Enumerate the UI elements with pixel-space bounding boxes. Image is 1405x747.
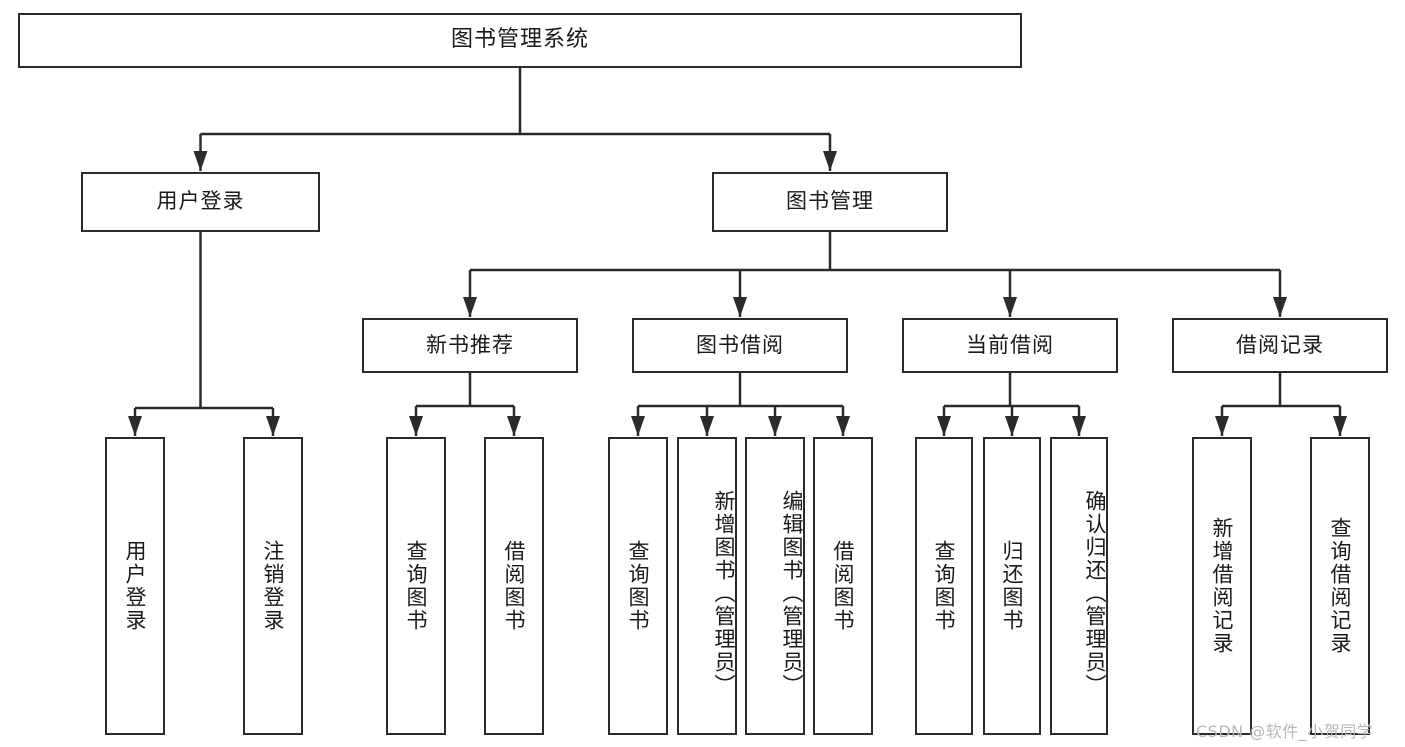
node-label: 查询图书 bbox=[932, 540, 957, 632]
arrowhead-icon bbox=[1072, 416, 1086, 436]
node-leaf_query_book_2: 查询图书 bbox=[608, 437, 668, 735]
node-book_mgmt: 图书管理 bbox=[712, 172, 948, 232]
arrowhead-icon bbox=[193, 151, 208, 171]
node-leaf_query_book_1: 查询图书 bbox=[386, 437, 446, 735]
node-current_borrow: 当前借阅 bbox=[902, 318, 1118, 373]
node-book_borrow: 图书借阅 bbox=[632, 318, 848, 373]
node-label: 编辑图书（管理员） bbox=[780, 489, 804, 697]
arrowhead-icon bbox=[823, 151, 837, 171]
arrowhead-icon bbox=[463, 297, 477, 317]
node-leaf_logout: 注销登录 bbox=[243, 437, 303, 735]
arrowhead-icon bbox=[733, 297, 747, 317]
arrowhead-icon bbox=[1333, 416, 1347, 436]
arrowhead-icon bbox=[507, 416, 521, 436]
node-new_book_rec: 新书推荐 bbox=[362, 318, 578, 373]
node-label: 借阅图书 bbox=[831, 540, 856, 632]
node-label: 借阅图书 bbox=[502, 540, 527, 632]
node-leaf_return_book: 归还图书 bbox=[983, 437, 1041, 735]
node-label: 图书借阅 bbox=[696, 332, 784, 357]
node-leaf_add_book: 新增图书（管理员） bbox=[677, 437, 737, 735]
node-leaf_borrow_book_1: 借阅图书 bbox=[484, 437, 544, 735]
arrowhead-icon bbox=[409, 416, 423, 436]
node-leaf_query_book_3: 查询图书 bbox=[915, 437, 973, 735]
node-leaf_borrow_book_2: 借阅图书 bbox=[813, 437, 873, 735]
arrowhead-icon bbox=[768, 416, 782, 436]
arrowhead-icon bbox=[1005, 416, 1019, 436]
node-root: 图书管理系统 bbox=[18, 13, 1022, 68]
node-label: 新书推荐 bbox=[426, 332, 514, 357]
arrowhead-icon bbox=[700, 416, 714, 436]
node-label: 注销登录 bbox=[261, 540, 286, 632]
arrowhead-icon bbox=[1273, 297, 1287, 317]
node-leaf_query_record: 查询借阅记录 bbox=[1310, 437, 1370, 735]
arrowhead-icon bbox=[1003, 297, 1017, 317]
arrowhead-icon bbox=[836, 416, 850, 436]
watermark-text: CSDN @软件_小贺同学 bbox=[1196, 722, 1374, 741]
arrowhead-icon bbox=[631, 416, 645, 436]
node-leaf_add_record: 新增借阅记录 bbox=[1192, 437, 1252, 735]
node-label: 查询借阅记录 bbox=[1328, 517, 1353, 655]
node-label: 新增图书（管理员） bbox=[712, 489, 736, 697]
node-label: 查询图书 bbox=[626, 540, 651, 632]
arrowhead-icon bbox=[128, 416, 142, 436]
node-label: 借阅记录 bbox=[1236, 332, 1324, 357]
arrowhead-icon bbox=[266, 416, 280, 436]
node-label: 归还图书 bbox=[1000, 540, 1025, 632]
arrowhead-icon bbox=[1215, 416, 1229, 436]
arrowhead-icon bbox=[937, 416, 951, 436]
node-label: 图书管理系统 bbox=[450, 27, 589, 53]
node-label: 当前借阅 bbox=[966, 332, 1054, 357]
node-label: 确认归还（管理员） bbox=[1083, 489, 1107, 697]
node-label: 用户登录 bbox=[123, 540, 148, 632]
node-label: 查询图书 bbox=[404, 540, 429, 632]
node-leaf_edit_book: 编辑图书（管理员） bbox=[745, 437, 805, 735]
node-borrow_record: 借阅记录 bbox=[1172, 318, 1388, 373]
node-label: 用户登录 bbox=[156, 189, 245, 214]
node-user_login: 用户登录 bbox=[81, 172, 320, 232]
node-label: 图书管理 bbox=[786, 189, 874, 214]
node-leaf_user_login: 用户登录 bbox=[105, 437, 165, 735]
node-leaf_confirm_return: 确认归还（管理员） bbox=[1050, 437, 1108, 735]
node-label: 新增借阅记录 bbox=[1210, 517, 1235, 655]
